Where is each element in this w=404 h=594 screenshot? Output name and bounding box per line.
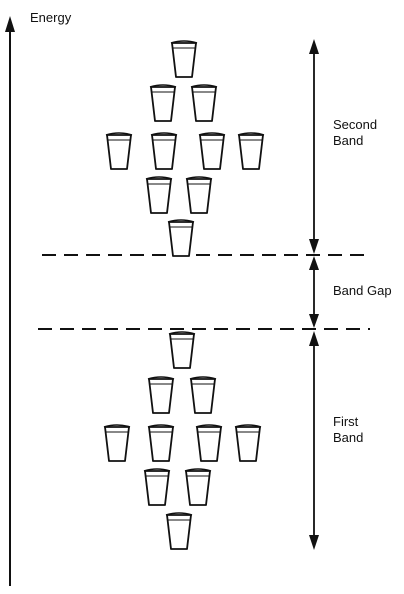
first-band-label-line2: Band	[333, 430, 364, 445]
first-band-extent-arrow	[309, 331, 319, 550]
cup-icon	[147, 376, 175, 414]
second-band-extent-arrow	[309, 39, 319, 254]
energy-axis-label: Energy	[30, 10, 72, 25]
second-band-label-line2: Band	[333, 133, 364, 148]
cup-icon	[147, 424, 175, 462]
energy-axis-arrowhead	[5, 16, 15, 32]
cup-icon	[198, 132, 226, 170]
cup-icon	[143, 468, 171, 506]
cup-icon	[105, 132, 133, 170]
cup-icon	[170, 40, 198, 78]
cup-icon	[165, 512, 193, 550]
cup-icon	[237, 132, 265, 170]
cup-icon	[103, 424, 131, 462]
cup-icon	[145, 176, 173, 214]
cup-icon	[150, 132, 178, 170]
first-band-label-line1: First	[333, 414, 359, 429]
cup-icon	[185, 176, 213, 214]
cup-icon	[168, 331, 196, 369]
band-gap-label: Band Gap	[333, 283, 392, 298]
second-band-cups	[105, 40, 265, 257]
second-band-label-line1: Second	[333, 117, 378, 132]
cup-icon	[190, 84, 218, 122]
cup-icon	[149, 84, 177, 122]
cup-icon	[234, 424, 262, 462]
second-band-label: Second Band	[333, 117, 377, 149]
cup-icon	[167, 219, 195, 257]
band-gap-extent-arrow	[309, 256, 319, 328]
cup-icon	[189, 376, 217, 414]
first-band-cups	[103, 331, 262, 550]
first-band-label: First Band	[333, 414, 363, 446]
cup-icon	[195, 424, 223, 462]
cup-icon	[184, 468, 212, 506]
